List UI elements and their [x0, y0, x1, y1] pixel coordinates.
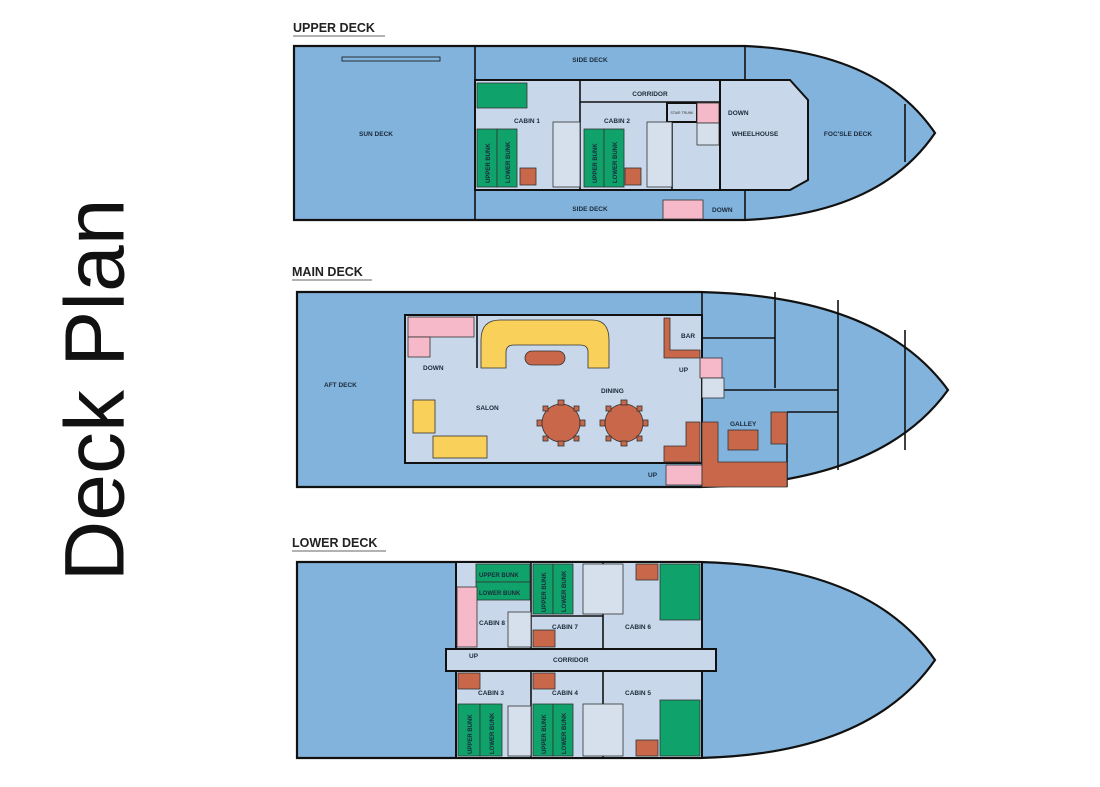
sun-deck-rail: [341, 56, 441, 62]
label-up: UP: [469, 653, 479, 660]
label-down: DOWN: [728, 110, 749, 117]
upper-deck: UPPER DECK SUN DECK SIDE DECK SIDE DECK …: [292, 21, 937, 222]
cabin5-bed: [659, 699, 701, 757]
label-upper-bunk: UPPER BUNK: [542, 714, 548, 754]
cabin6-bed: [659, 563, 701, 621]
label-dining: DINING: [601, 388, 624, 395]
stairs-up: [456, 586, 478, 648]
dining-table-2: [599, 399, 649, 447]
label-side-deck: SIDE DECK: [572, 57, 608, 64]
label-wheelhouse: WHEELHOUSE: [732, 131, 779, 138]
label-up: UP: [648, 472, 658, 479]
label-corridor: CORRIDOR: [553, 657, 589, 664]
dining-table-1: [536, 399, 586, 447]
label-lower-bunk: LOWER BUNK: [490, 712, 496, 754]
salon-sofa: [480, 319, 610, 369]
label-down: DOWN: [712, 207, 733, 214]
label-lower-bunk: LOWER BUNK: [562, 570, 568, 612]
label-corridor: CORRIDOR: [632, 91, 668, 98]
galley-stove: [727, 429, 759, 451]
label-upper-bunk: UPPER BUNK: [468, 714, 474, 754]
label-cabin-7: CABIN 7: [552, 624, 578, 631]
stairs-up: [699, 357, 723, 379]
label-cabin-1: CABIN 1: [514, 118, 540, 125]
label-cabin-2: CABIN 2: [604, 118, 630, 125]
label-lower-bunk: LOWER BUNK: [506, 141, 512, 183]
label-upper-bunk: UPPER BUNK: [486, 143, 492, 183]
upper-deck-heading: UPPER DECK: [293, 21, 375, 35]
stairs-down: [407, 316, 475, 338]
stairs-up: [665, 464, 703, 486]
label-lower-bunk: LOWER BUNK: [562, 712, 568, 754]
stairs-down: [696, 102, 720, 124]
label-focsle-deck: FOC'SLE DECK: [824, 131, 872, 138]
label-cabin-8: CABIN 8: [479, 620, 505, 627]
galley-counter: [701, 421, 788, 488]
label-upper-bunk: UPPER BUNK: [542, 572, 548, 612]
lower-deck-heading: LOWER DECK: [292, 536, 377, 550]
label-sun-deck: SUN DECK: [359, 131, 393, 138]
label-cabin-5: CABIN 5: [625, 690, 651, 697]
stairs-down-side: [662, 199, 704, 220]
label-upper-bunk: UPPER BUNK: [593, 143, 599, 183]
bar-counter: [663, 317, 701, 359]
lower-bunk: [496, 128, 518, 188]
armchair: [412, 399, 436, 434]
label-cabin-3: CABIN 3: [478, 690, 504, 697]
label-cabin-6: CABIN 6: [625, 624, 651, 631]
label-lower-bunk: LOWER BUNK: [613, 141, 619, 183]
label-bar: BAR: [681, 333, 695, 340]
label-aft-deck: AFT DECK: [324, 382, 357, 389]
label-cabin-4: CABIN 4: [552, 690, 578, 697]
corridor: [445, 648, 717, 672]
label-upper-bunk: UPPER BUNK: [479, 573, 519, 579]
label-galley: GALLEY: [730, 421, 757, 428]
cabin1-furniture: [476, 82, 528, 109]
main-deck: MAIN DECK: [292, 265, 950, 489]
label-up: UP: [679, 367, 689, 374]
label-lower-bunk: LOWER BUNK: [479, 591, 521, 597]
label-side-deck: SIDE DECK: [572, 206, 608, 213]
cabin1-head: [552, 121, 581, 188]
label-stair-trunk: STAIR TRUNK: [670, 111, 694, 115]
label-salon: SALON: [476, 405, 499, 412]
label-down: DOWN: [423, 365, 444, 372]
wheelhouse: [719, 79, 809, 191]
sofa: [432, 435, 488, 459]
main-deck-heading: MAIN DECK: [292, 265, 363, 279]
coffee-table: [524, 350, 566, 366]
lower-deck: LOWER DECK UPPER BUNK LOWER BUNK UPPER B…: [292, 536, 937, 760]
